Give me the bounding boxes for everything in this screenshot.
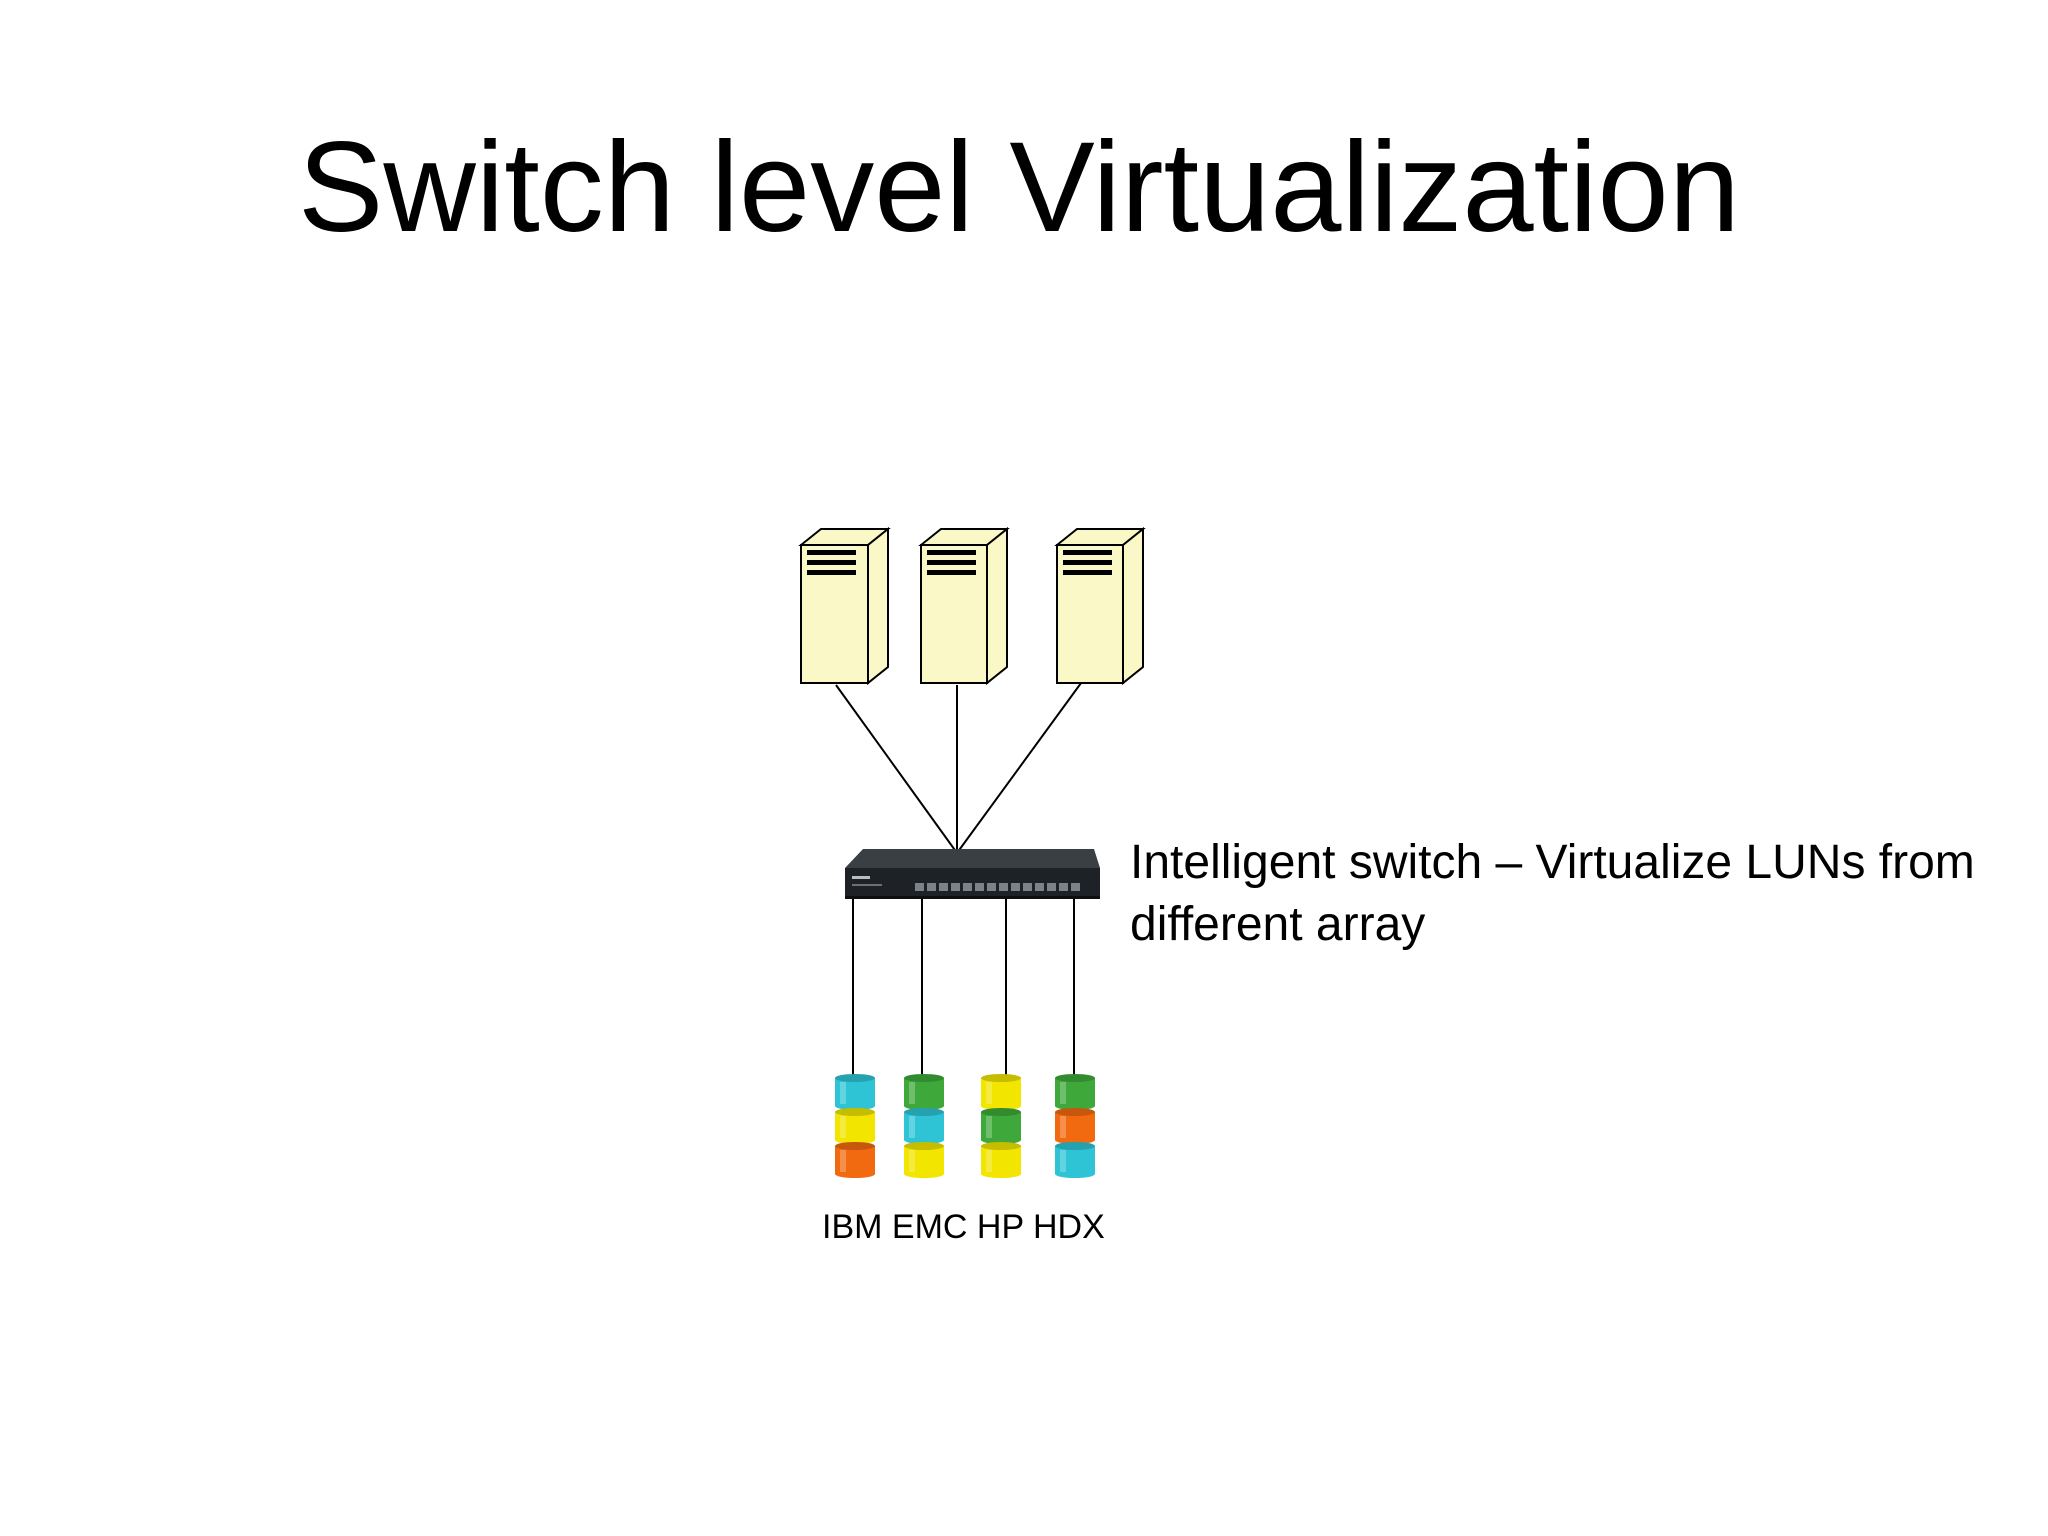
disk-segment xyxy=(904,1074,944,1110)
disk-segment xyxy=(981,1108,1021,1144)
disk-segment xyxy=(904,1142,944,1178)
disk-segment xyxy=(1055,1108,1095,1144)
switch-caption: Intelligent switch – Virtualize LUNs fro… xyxy=(1130,832,1975,956)
switch-caption-line-2: different array xyxy=(1130,898,1426,951)
disk-segment xyxy=(981,1142,1021,1178)
disk-segment xyxy=(835,1074,875,1110)
link-server-3 xyxy=(956,667,1093,854)
storage-stack-icon xyxy=(835,1074,875,1178)
server-icon xyxy=(918,526,1010,686)
switch-caption-line-1: Intelligent switch – Virtualize LUNs fro… xyxy=(1130,836,1975,889)
storage-arrays xyxy=(835,1074,1095,1178)
server-icon xyxy=(1054,526,1146,686)
link-server-1 xyxy=(835,684,958,854)
server-switch-links xyxy=(835,667,1093,854)
disk-segment xyxy=(981,1074,1021,1110)
vendor-labels: IBM EMC HP HDX xyxy=(822,1208,1105,1246)
disk-segment xyxy=(1055,1142,1095,1178)
storage-stack-icon xyxy=(981,1074,1021,1178)
storage-stack-icon xyxy=(904,1074,944,1178)
disk-segment xyxy=(835,1142,875,1178)
server-icon xyxy=(798,526,891,686)
disk-segment xyxy=(835,1108,875,1144)
disk-segment xyxy=(904,1108,944,1144)
switch-storage-links xyxy=(852,895,1075,1075)
disk-segment xyxy=(1055,1074,1095,1110)
slide-title: Switch level Virtualization xyxy=(298,116,1740,259)
switch-port-strip xyxy=(915,883,1080,891)
switch-icon xyxy=(845,849,1100,899)
storage-stack-icon xyxy=(1055,1074,1095,1178)
